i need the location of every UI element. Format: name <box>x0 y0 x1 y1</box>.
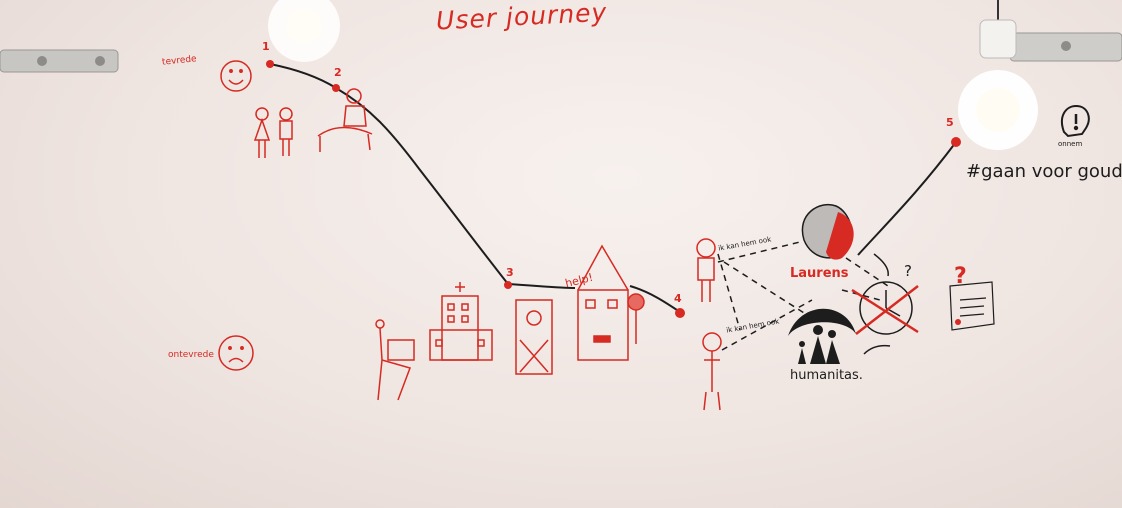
sad-face-icon <box>218 335 254 371</box>
dashed-connections <box>717 241 889 351</box>
laurens-label: Laurens <box>790 266 849 281</box>
hashtag-label: #gaan voor goud. <box>966 161 1122 182</box>
house-sketch <box>577 244 629 361</box>
journey-line-segment <box>269 63 576 289</box>
rail-screw <box>1061 41 1071 51</box>
hospital-building-sketch <box>429 282 493 361</box>
journey-line-segment <box>629 285 681 313</box>
mood-label-bottom: ontevrede <box>168 350 214 360</box>
left-mounting-rail <box>0 49 119 73</box>
person-with-walker-sketch <box>375 319 415 401</box>
step-label-5: 5 <box>946 116 954 129</box>
question-mark: ? <box>904 262 912 280</box>
couple-figures-sketch <box>253 107 293 158</box>
sitting-person-sketch <box>317 88 373 152</box>
person-on-phone-sketch <box>696 238 716 302</box>
step-dot-1 <box>266 60 274 68</box>
step-label-3: 3 <box>506 266 514 279</box>
curved-arrow <box>863 253 891 355</box>
standing-person-sketch <box>702 332 722 411</box>
right-light-bulb <box>958 0 1038 150</box>
step-label-1: 1 <box>262 40 270 53</box>
step-dot-5 <box>951 137 961 147</box>
red-question-mark: ? <box>954 264 967 289</box>
happy-face-icon <box>220 60 252 92</box>
humanitas-label: humanitas. <box>790 368 863 383</box>
brain-sketch <box>801 203 854 260</box>
step-dot-4 <box>675 308 685 318</box>
rail-screw <box>37 56 47 66</box>
onnem-label: onnem <box>1058 140 1083 148</box>
step-dot-3 <box>504 281 512 289</box>
humanitas-logo <box>788 308 856 364</box>
step-label-2: 2 <box>334 66 342 79</box>
journey-line-segment <box>857 141 957 256</box>
step-dot-2 <box>332 84 340 92</box>
crossed-clock-sketch <box>851 281 919 335</box>
rail-screw <box>95 56 105 66</box>
thinking-head-icon <box>1060 104 1090 138</box>
flower-tree-sketch <box>627 293 645 344</box>
patient-in-bed-sketch <box>515 299 553 375</box>
step-label-4: 4 <box>674 292 682 305</box>
top-light-bulb <box>268 0 340 62</box>
question-document-sketch <box>949 281 995 331</box>
